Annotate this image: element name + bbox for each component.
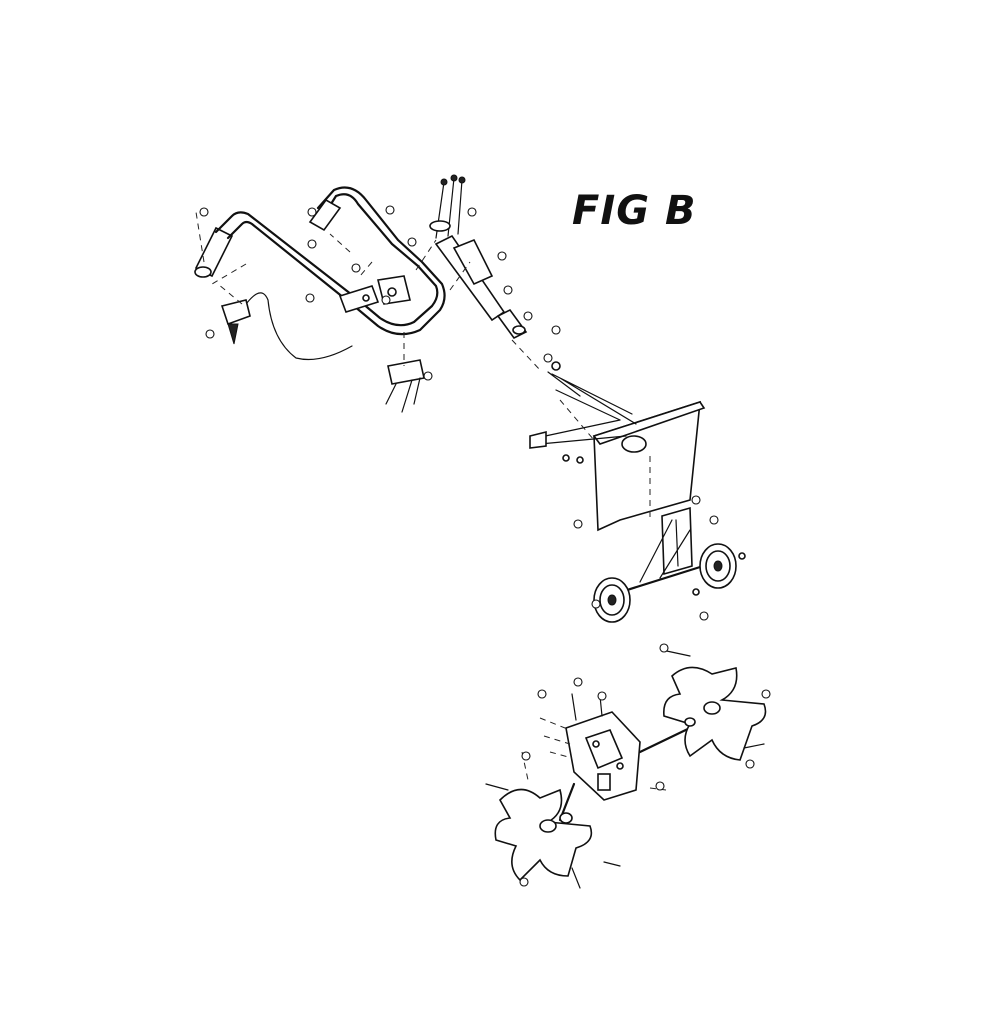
callout-marker [497, 251, 507, 261]
transport-wheel-assembly [593, 506, 746, 623]
grip-end-cap [194, 266, 212, 278]
callout-marker [307, 239, 317, 249]
callout-marker [691, 495, 701, 505]
callout-marker [543, 353, 553, 363]
throttle-control [220, 299, 251, 326]
callout-marker [573, 519, 583, 529]
callout-marker [551, 325, 561, 335]
callout-marker [385, 205, 395, 215]
tine-transmission-assembly [485, 649, 767, 889]
left-tine-blades [494, 788, 593, 882]
callout-marker [655, 781, 665, 791]
callout-marker [521, 751, 531, 761]
figure-title: FIG B [572, 188, 697, 234]
callout-marker [573, 677, 583, 687]
part-callouts [199, 205, 771, 887]
callout-marker [307, 207, 317, 217]
callout-marker [305, 293, 315, 303]
callout-marker [503, 285, 513, 295]
callout-marker [523, 311, 533, 321]
callout-marker [659, 643, 669, 653]
callout-marker [745, 759, 755, 769]
handlebar-tube [214, 193, 439, 327]
shield-tie-rods [547, 371, 637, 425]
callout-marker [537, 689, 547, 699]
tine-shaft-right [638, 724, 696, 754]
callout-marker [199, 207, 209, 217]
callout-marker [205, 329, 215, 339]
handle-bracket [338, 285, 380, 313]
lower-mount-bracket [387, 359, 425, 385]
tine-shield-assembly [529, 361, 706, 532]
callout-marker [709, 515, 719, 525]
handle-shaft-assembly [415, 174, 541, 371]
callout-marker [597, 691, 607, 701]
callout-marker [699, 611, 709, 621]
shield-top-flange [592, 401, 706, 445]
callout-marker [381, 295, 391, 305]
callout-marker [591, 599, 601, 609]
throttle-cable [237, 292, 353, 361]
right-handle-grip [308, 198, 342, 232]
callout-marker [467, 207, 477, 217]
callout-marker [351, 263, 361, 273]
callout-marker [423, 371, 433, 381]
callout-marker [519, 877, 529, 887]
callout-marker [407, 237, 417, 247]
callout-marker [761, 689, 771, 699]
handlebar-assembly [194, 186, 446, 413]
